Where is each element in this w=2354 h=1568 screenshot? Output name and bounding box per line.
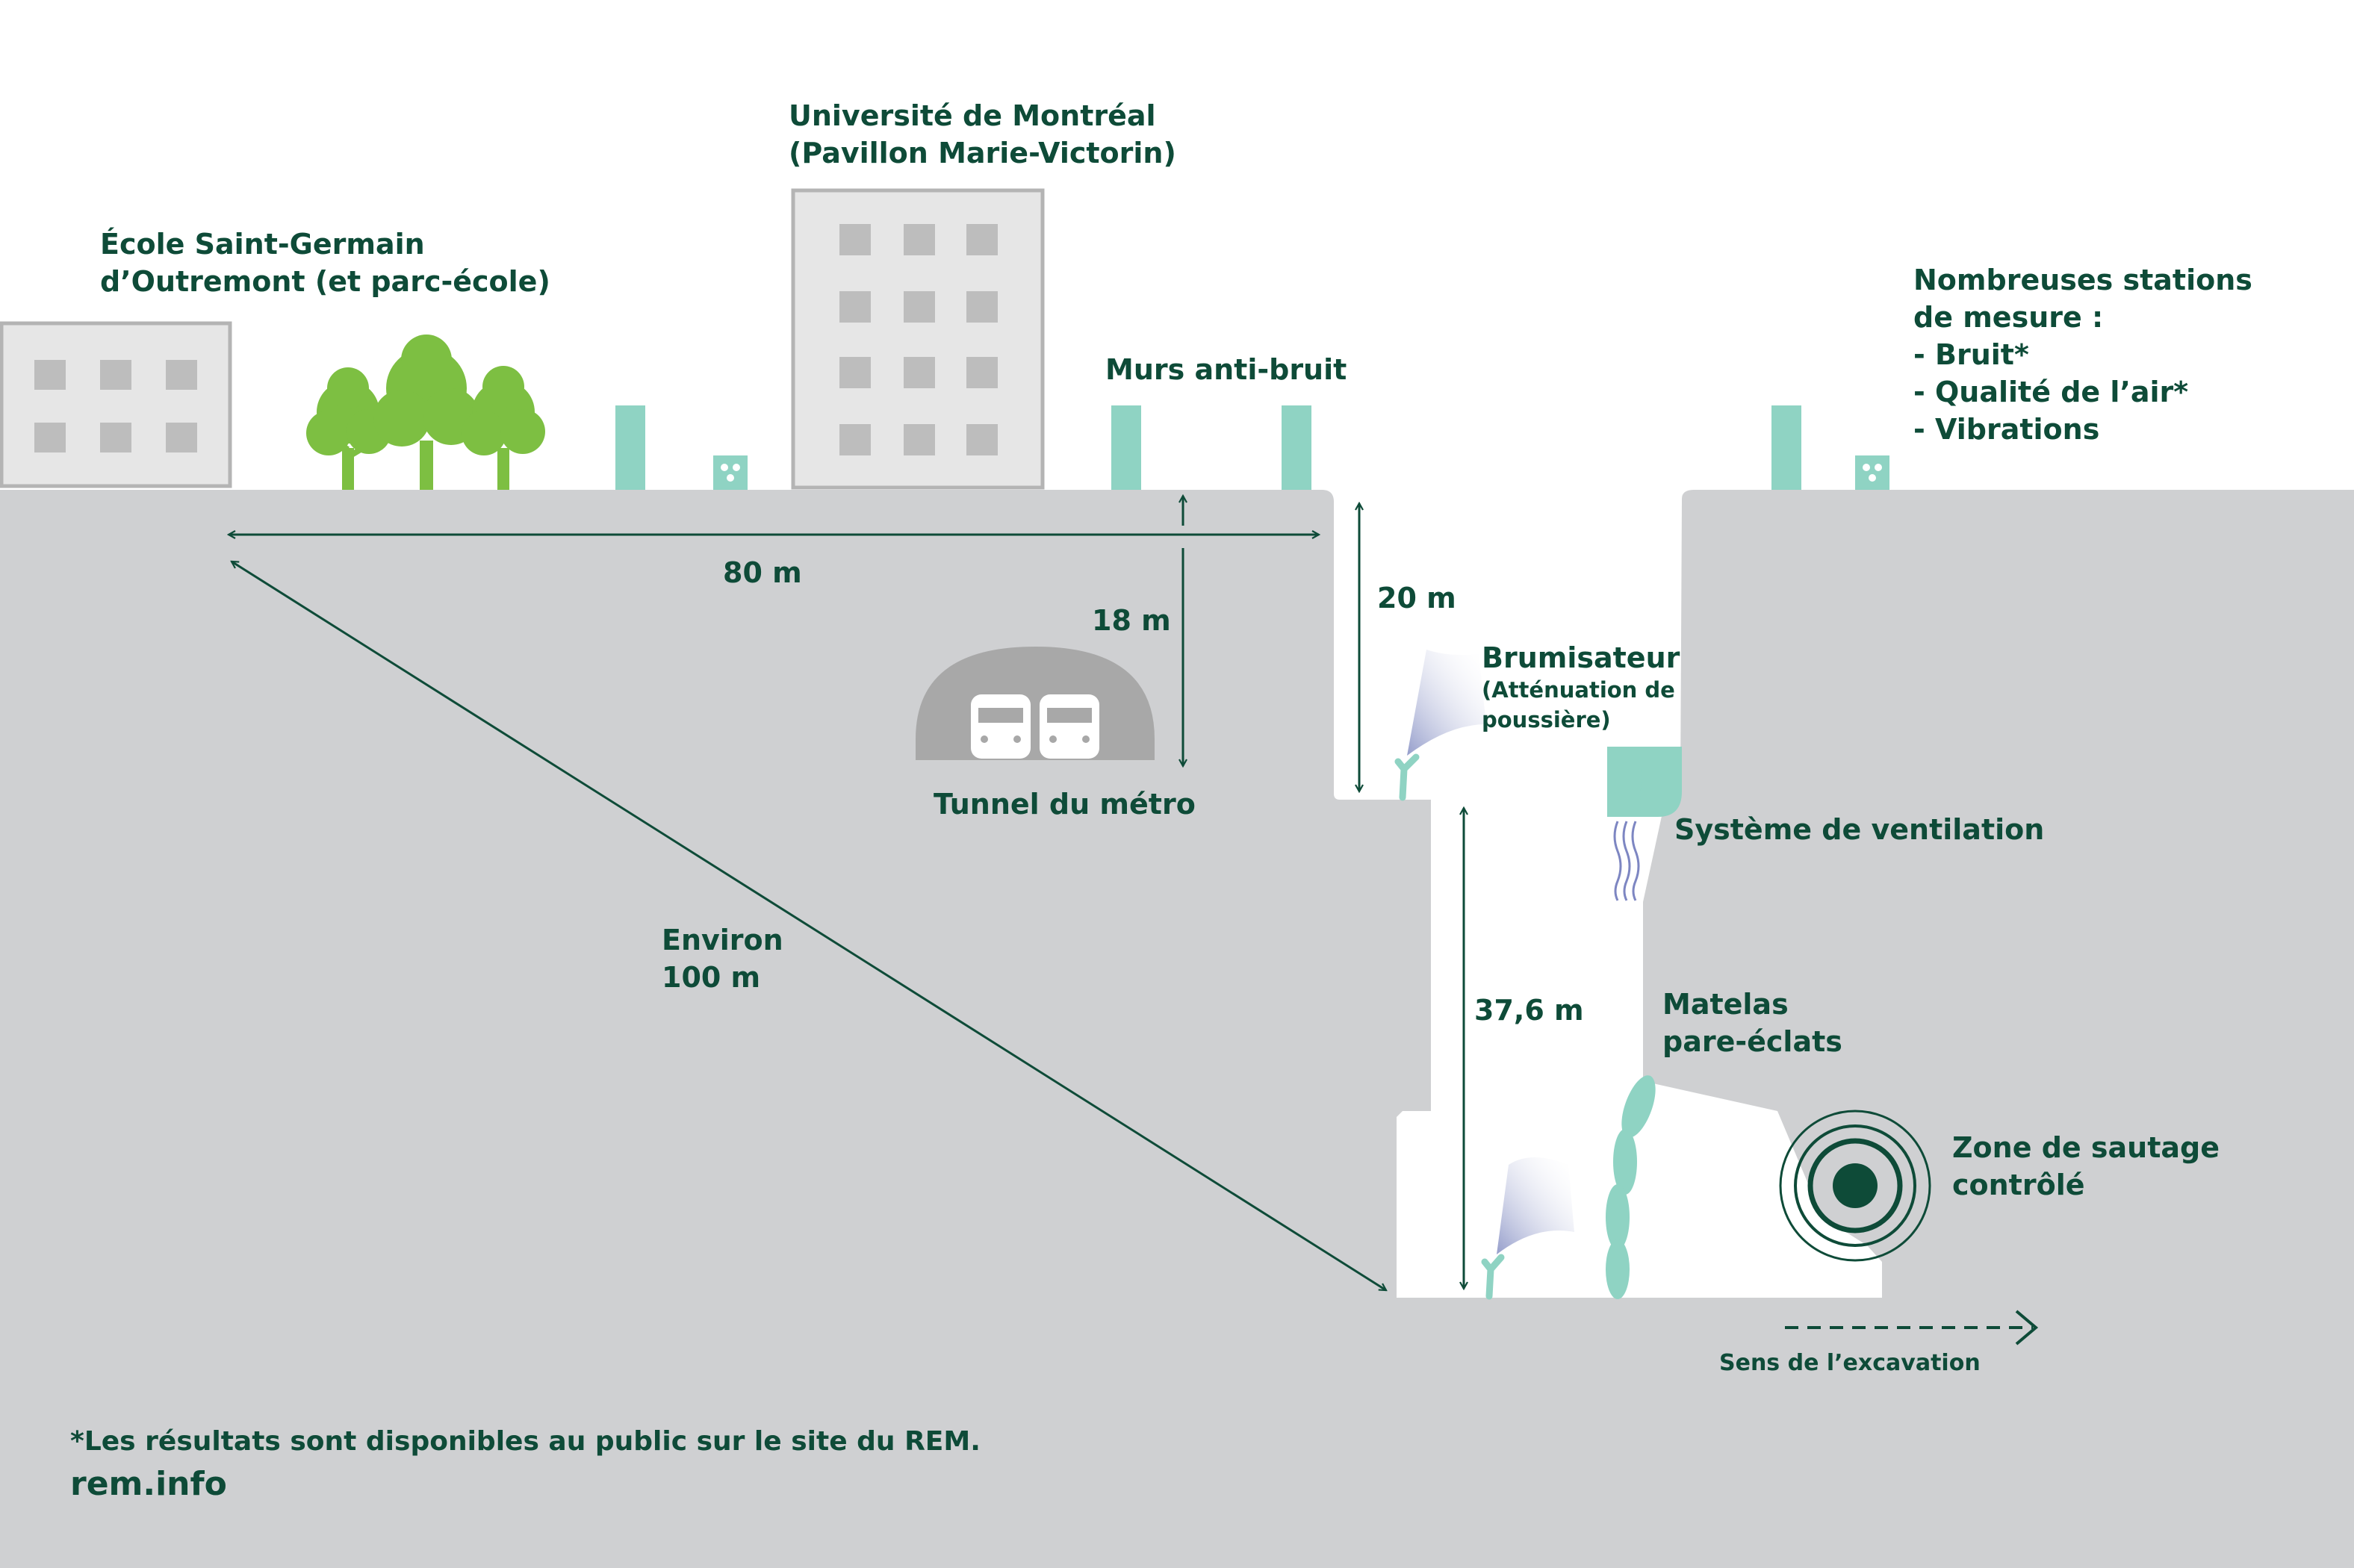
blast-zone-icon	[1779, 1110, 1931, 1262]
noise-wall	[1111, 405, 1141, 490]
sensor-icon	[713, 455, 748, 490]
noise-wall	[1282, 405, 1311, 490]
distance-20m-label: 20 m	[1377, 582, 1456, 615]
sensor-icon	[1855, 455, 1889, 490]
tree-icon	[306, 367, 391, 490]
noise-wall	[1771, 405, 1801, 490]
sautage-label: Zone de sautage contrôlé	[1952, 1131, 2220, 1201]
matelas-label: Matelas pare-éclats	[1662, 988, 1842, 1058]
universite-label: Université de Montréal (Pavillon Marie-V…	[789, 99, 1176, 169]
excavation-direction-arrow	[1785, 1310, 2039, 1345]
blast-mat-icon	[1606, 1075, 1656, 1299]
brumisateur-sub-label: (Atténuation de poussière)	[1482, 677, 1675, 732]
sens-excavation-label: Sens de l’excavation	[1719, 1350, 1981, 1376]
universite-building	[791, 188, 1045, 490]
ventilation-duct-icon	[1607, 747, 1682, 901]
dimension-100m	[232, 560, 1386, 1292]
ecole-label: École Saint-Germain d’Outremont (et parc…	[100, 228, 550, 298]
tree-icon	[462, 366, 545, 490]
mist-sprayer-icon	[1481, 1157, 1574, 1300]
murs-anti-bruit-label: Murs anti-bruit	[1105, 353, 1347, 386]
distance-80m-label: 80 m	[723, 556, 802, 589]
ventilation-label: Système de ventilation	[1674, 813, 2045, 846]
tunnel-label: Tunnel du métro	[934, 788, 1196, 821]
mist-sprayer-icon	[1394, 650, 1486, 801]
stations-label: Nombreuses stations de mesure : - Bruit*…	[1913, 264, 2252, 446]
noise-wall	[615, 405, 645, 490]
distance-18m-label: 18 m	[1092, 604, 1171, 637]
ecole-building	[0, 321, 232, 488]
environ-100m-label: Environ 100 m	[662, 924, 783, 994]
distance-37-6m-label: 37,6 m	[1474, 994, 1584, 1027]
footnote: *Les résultats sont disponibles au publi…	[70, 1426, 981, 1457]
rem-info-link[interactable]: rem.info	[70, 1465, 227, 1503]
brumisateur-label: Brumisateur	[1482, 641, 1680, 674]
